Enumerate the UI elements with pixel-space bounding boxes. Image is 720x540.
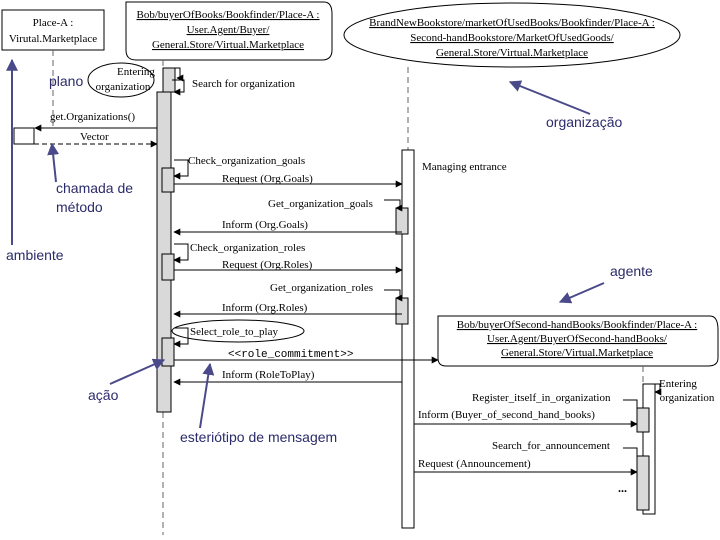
message-request-roles-label: Request (Org.Roles) [222,259,313,271]
object-buyer-line1: Bob/buyerOfBooks/Bookfinder/Place-A : [136,9,319,21]
managing-entrance-label: Managing entrance [422,161,507,173]
object-place-a-line2: Virutal.Marketplace [9,33,97,45]
message-request-goals-label: Request (Org.Goals) [222,173,313,185]
object-buyer-line2: User.Agent/Buyer/ [187,24,271,36]
message-get-goals-label: Get_organization_goals [268,198,373,210]
object-place-a: Place-A : Virutal.Marketplace [1,9,105,51]
annotation-acao-arrow [109,358,166,385]
message-search-org [172,79,185,96]
message-register-label: Register_itself_in_organization [472,392,611,404]
message-request-announcement-label: Request (Announcement) [418,458,531,470]
object-buyer-agent: Bob/buyerOfBooks/Bookfinder/Place-A : Us… [125,1,333,61]
annotation-organizacao: organização [546,114,622,130]
message-check-goals-label: Check_organization_goals [188,155,305,167]
object-second-hand-buyer: Bob/buyerOfSecond-handBooks/Bookfinder/P… [437,315,719,367]
message-search-org-label: Search for organization [192,78,296,90]
message-search-announcement [623,447,638,456]
annotation-select-role-ellipse [171,319,305,343]
annotation-entering-ellipse [87,62,155,98]
message-search-announcement-label: Search_for_announcement [492,440,610,452]
activation-select-role [161,337,175,367]
message-entering-line2: organization [96,81,151,93]
message-entering-self [165,67,184,82]
message-get-organizations-label: get.Organizations() [50,111,135,123]
message-entering-2-self [649,383,662,396]
message-get-roles-label: Get_organization_roles [270,282,373,294]
object-buyer-line3: General.Store/Virtual.Marketplace [152,39,304,51]
annotation-acao: ação [88,387,119,403]
activation-register [636,407,650,433]
message-check-roles-self [173,243,189,264]
activation-search [636,455,650,511]
object-brandnew-line3: General.Store/Virtual.Marketplace [436,47,588,59]
message-select-role-self [173,327,189,348]
message-role-commitment-label: <<role_commitment>> [228,349,353,361]
activation-place-a [13,127,35,145]
object-brandnew-bookstore: BrandNewBookstore/marketOfUsedBooks/Book… [343,2,681,68]
annotation-chamada-line1: chamada de [56,180,133,196]
annotation-chamada-arrow [47,142,60,183]
object-brandnew-line1: BrandNewBookstore/marketOfUsedBooks/Book… [369,17,655,29]
message-get-goals-self [384,199,403,212]
annotation-organizacao-arrow [508,80,591,115]
annotation-ambiente: ambiente [6,247,64,263]
annotation-agente-arrow [558,282,605,304]
object-second-hand-line3: General.Store/Virtual.Marketplace [501,347,653,359]
message-select-role-label: Select_role_to_play [190,326,278,338]
activation-get-goals [395,207,409,235]
annotation-agente: agente [610,263,653,279]
annotation-chamada-line2: método [56,199,103,215]
message-inform-roles-label: Inform (Org.Roles) [222,302,308,314]
object-brandnew-line2: Second-handBookstore/MarketOfUsedGoods/ [410,32,614,44]
object-second-hand-line1: Bob/buyerOfSecond-handBooks/Bookfinder/P… [457,319,697,331]
message-check-roles-label: Check_organization_roles [190,242,305,254]
message-inform-role-label: Inform (RoleToPlay) [222,369,315,381]
annotation-plano: plano [49,73,83,89]
annotation-esteriotipo: esteriótipo de mensagem [180,429,337,445]
message-check-goals-self [173,159,189,180]
message-inform-buyer-label: Inform (Buyer_of_second_hand_books) [418,409,595,421]
message-entering-2-line2: organization [660,392,715,404]
message-vector-label: Vector [80,131,109,143]
object-second-hand-line2: User.Agent/BuyerOfSecond-handBooks/ [487,333,668,345]
message-ellipsis: ... [618,481,627,495]
activation-check-goals [161,167,175,193]
message-inform-goals-label: Inform (Org.Goals) [222,219,308,231]
message-get-roles-self [384,289,403,302]
message-register [623,399,638,408]
activation-check-roles [161,253,175,281]
message-entering-2-line1: Entering [659,378,697,390]
activation-brandnew-main [401,149,415,529]
object-place-a-line1: Place-A : [33,17,74,29]
activation-get-roles [395,297,409,325]
annotation-esteriotipo-arrow [199,362,215,429]
